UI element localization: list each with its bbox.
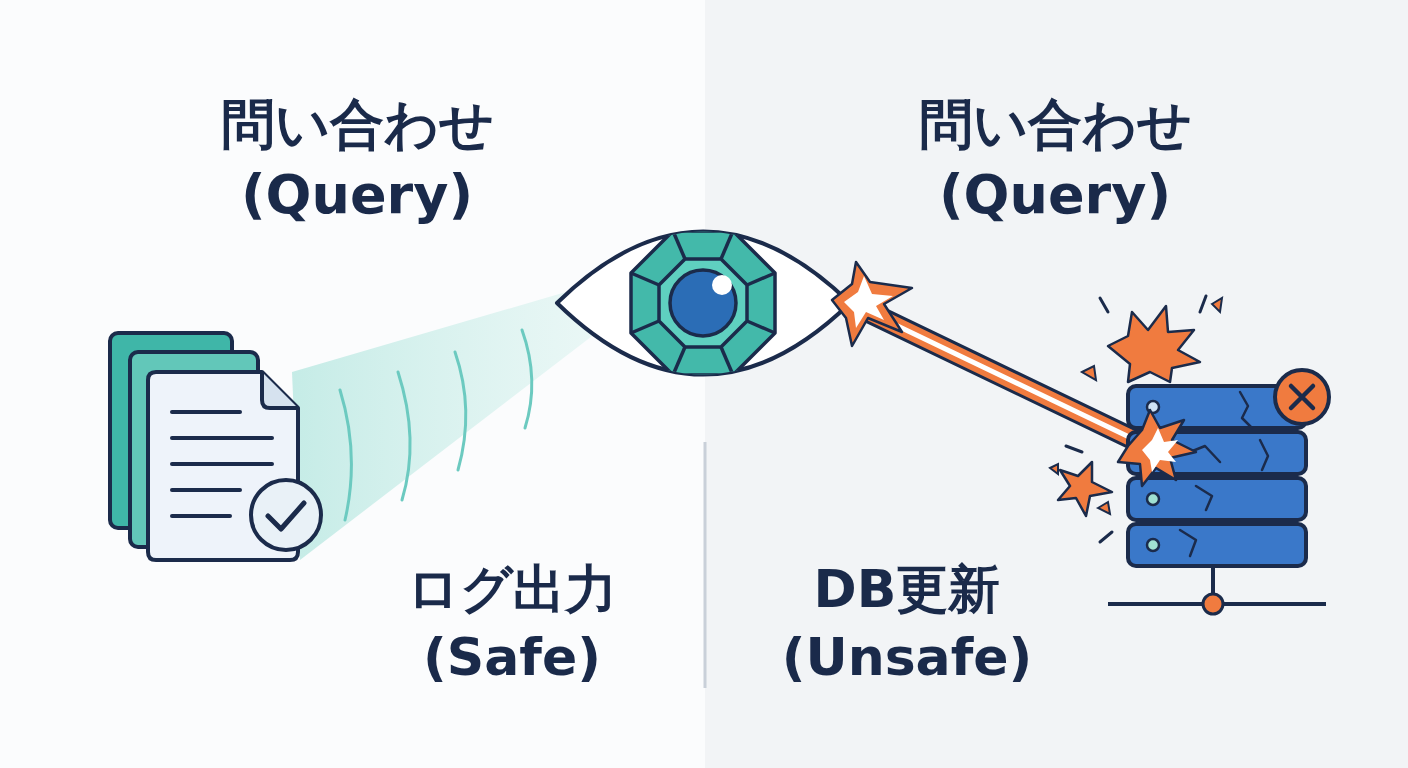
error-cross	[1291, 386, 1313, 408]
network-node	[1203, 594, 1223, 614]
muzzle-burst	[832, 262, 912, 346]
eye-pupil	[670, 270, 736, 336]
page-fold	[262, 372, 298, 408]
left-panel	[0, 0, 705, 768]
right-panel	[705, 0, 1408, 768]
server-unit	[1128, 478, 1306, 520]
scan-waves	[340, 330, 532, 520]
error-badge	[1275, 370, 1329, 424]
eye-highlight	[712, 275, 732, 295]
debris	[1066, 296, 1206, 542]
safe-caption: ログ出力 (Safe)	[362, 555, 662, 691]
server-stand	[1211, 565, 1215, 596]
spark	[1058, 462, 1112, 516]
divider-line	[704, 442, 707, 688]
server-cracks	[1170, 392, 1268, 556]
eye-iris	[631, 231, 775, 375]
explosion	[1108, 306, 1200, 382]
document-stack	[110, 333, 321, 560]
check-mark	[268, 503, 304, 529]
muzzle-core	[844, 276, 893, 328]
query-heading: 問い合わせ (Query)	[905, 90, 1205, 230]
server-unit	[1128, 524, 1306, 566]
impact-core	[1142, 428, 1178, 472]
eye-outline	[557, 232, 850, 375]
impact-burst	[1118, 410, 1196, 486]
view-cone	[292, 282, 600, 560]
query-heading: 問い合わせ (Query)	[207, 90, 507, 230]
debris	[1050, 298, 1222, 514]
unsafe-caption: DB更新 (Unsafe)	[757, 555, 1057, 691]
laser-core	[858, 307, 1150, 447]
check-badge	[251, 480, 321, 550]
